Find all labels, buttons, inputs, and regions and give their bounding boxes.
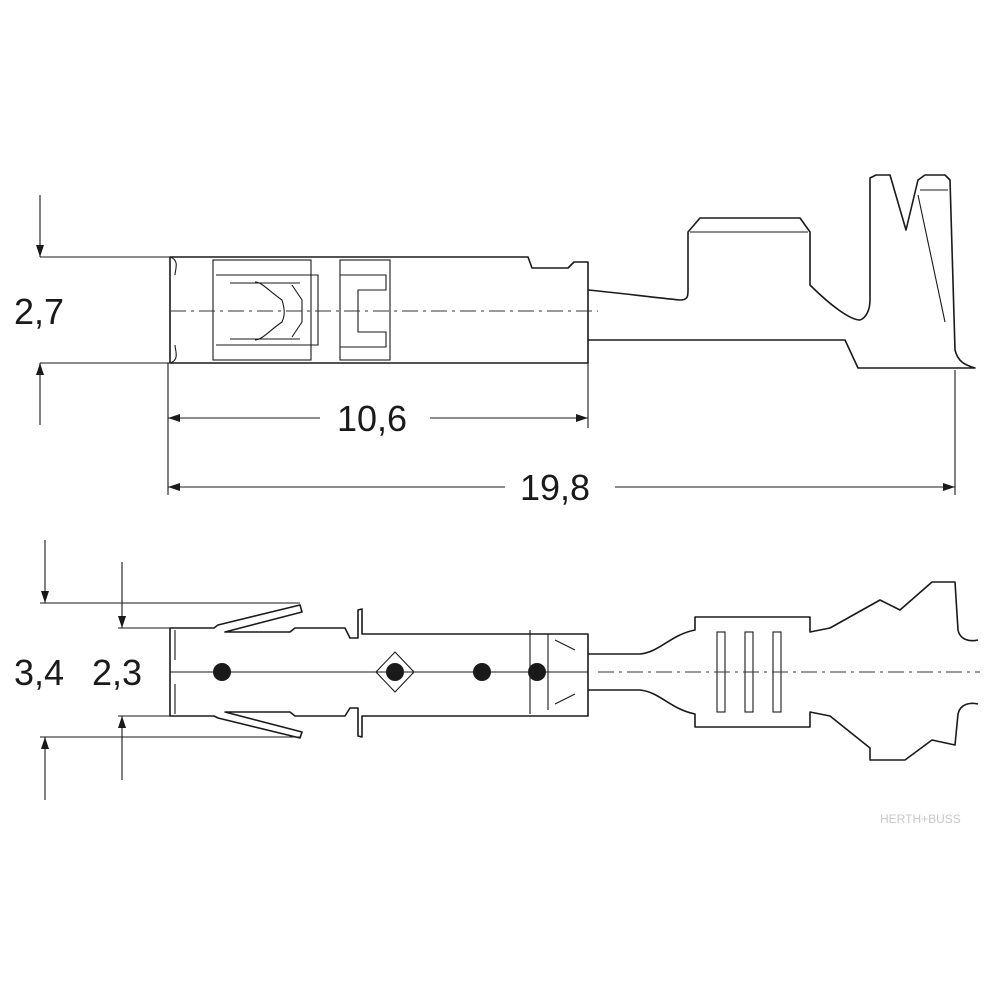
dimension-inner-width-label: 2,3 (92, 652, 142, 693)
dimension-height-label: 2,7 (14, 291, 64, 332)
top-dimensions: 2,7 10,6 19,8 (14, 195, 956, 508)
dot-3 (473, 663, 491, 681)
bottom-dimensions: 3,4 2,3 (14, 540, 300, 800)
brand-watermark: HERTH+BUSS (880, 812, 961, 826)
dimension-body-length-label: 10,6 (337, 398, 407, 439)
dot-2 (386, 663, 404, 681)
side-view-terminal (169, 174, 976, 369)
dot-4 (528, 663, 546, 681)
dimension-outer-width-label: 3,4 (14, 652, 64, 693)
dot-1 (213, 663, 231, 681)
top-view-terminal (169, 581, 980, 761)
dimension-total-length-label: 19,8 (520, 467, 590, 508)
